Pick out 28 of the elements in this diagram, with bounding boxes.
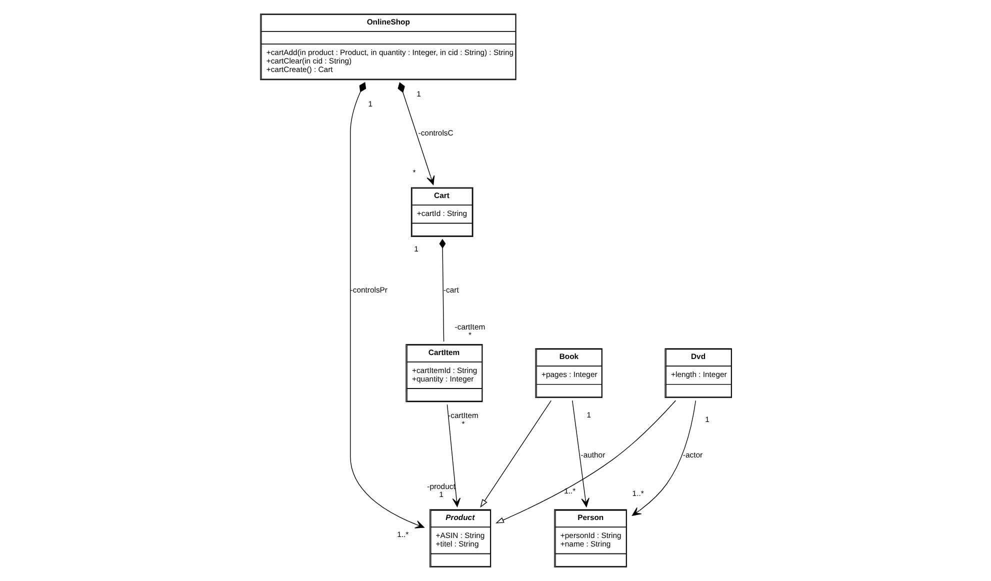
label: 1..* [564,486,576,496]
label: * [412,168,416,177]
label: -actor [682,450,702,460]
arrow [480,400,551,508]
label: 1..* [632,488,644,498]
arrow [446,404,460,508]
label: * [461,419,464,428]
label: * [468,330,471,340]
arrow [631,400,696,516]
arrow [572,400,589,508]
connector [438,238,446,342]
label: -controlsPr [350,285,388,294]
label: 1 [416,89,420,98]
label: 1 [414,244,418,254]
label: -cart [443,285,458,294]
label: 1 [586,410,591,420]
arrow [350,82,424,528]
label: 1 [704,414,709,424]
label: -author [580,450,605,460]
label: -controlsC [418,128,453,138]
arrow [495,400,676,524]
label: 1 [438,490,443,500]
label: -cartItem [448,411,478,420]
label: 1 [368,99,372,108]
arrow [397,82,434,185]
label: 1..* [396,530,408,539]
label: -cartItem [454,322,485,332]
label: -product [426,482,455,491]
